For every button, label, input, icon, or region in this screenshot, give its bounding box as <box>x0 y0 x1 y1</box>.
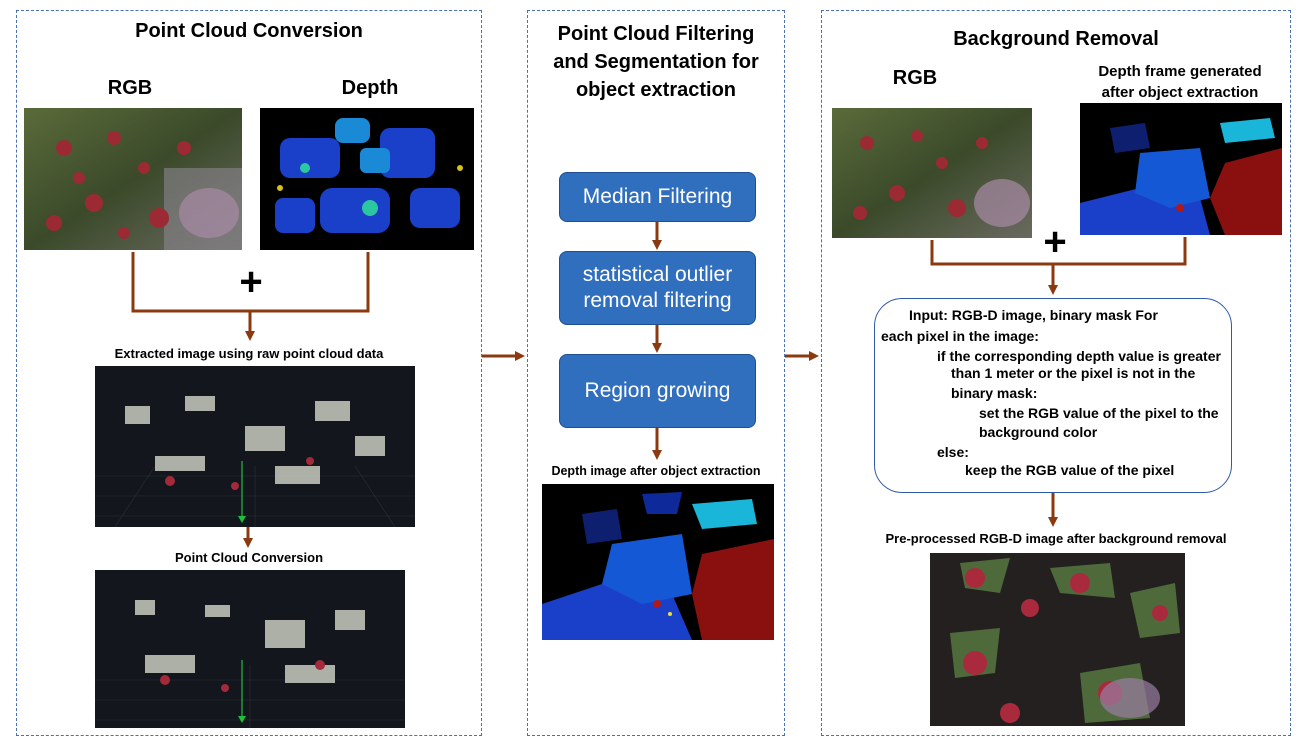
algo-line-8: else: <box>937 444 969 460</box>
panel1-title: Point Cloud Conversion <box>135 20 363 42</box>
algo-line-5: binary mask: <box>951 385 1038 401</box>
depth-extraction-caption: Depth image after object extraction <box>551 464 761 478</box>
algo-line-4: than 1 meter or the pixel is not in the <box>951 365 1196 381</box>
rgb-label: RGB <box>107 77 153 99</box>
outlier-removal-line-1: statistical outlier <box>582 262 733 286</box>
depth-frame-label: Depth frame generated after object extra… <box>1080 61 1280 103</box>
median-filtering-box: Median Filtering <box>559 172 756 222</box>
region-growing-box: Region growing <box>559 354 756 428</box>
extracted-caption: Extracted image using raw point cloud da… <box>114 346 384 361</box>
panel-point-cloud-conversion <box>16 10 482 736</box>
panel-background-removal <box>821 10 1291 736</box>
algo-line-1: Input: RGB-D image, binary mask For <box>909 307 1158 323</box>
algo-line-7: background color <box>979 424 1098 440</box>
rgb-label-2: RGB <box>892 67 938 89</box>
extracted-point-cloud-image <box>95 366 415 527</box>
panel2-title: Point Cloud Filtering and Segmentation f… <box>527 20 785 104</box>
algo-line-6: set the RGB value of the pixel to the <box>979 405 1219 421</box>
panel2-title-line-2: and Segmentation for <box>553 51 759 73</box>
background-removed-image <box>930 553 1185 726</box>
outlier-removal-box: statistical outlier removal filtering <box>559 251 756 325</box>
algorithm-box: Input: RGB-D image, binary mask For each… <box>874 298 1232 493</box>
depth-frame-label-line-1: Depth frame generated <box>1098 63 1262 80</box>
depth-label: Depth <box>341 77 399 99</box>
depth-frame-label-line-2: after object extraction <box>1101 84 1259 101</box>
algo-line-9: keep the RGB value of the pixel <box>965 462 1175 478</box>
panel2-title-line-3: object extraction <box>575 79 737 101</box>
plus-sign: + <box>239 260 263 304</box>
algo-line-2: each pixel in the image: <box>881 328 1039 344</box>
panel2-title-line-1: Point Cloud Filtering <box>557 23 755 45</box>
converted-point-cloud-image <box>95 570 405 728</box>
outlier-removal-line-2: removal filtering <box>583 289 732 312</box>
panel-filtering-segmentation <box>527 10 785 736</box>
conversion-caption: Point Cloud Conversion <box>174 550 324 565</box>
panel3-title: Background Removal <box>953 28 1159 50</box>
depth-image <box>260 108 474 250</box>
result-caption: Pre-processed RGB-D image after backgrou… <box>885 531 1227 546</box>
plus-sign-2: + <box>1043 220 1067 264</box>
depth-frame-image <box>1080 103 1282 235</box>
rgb-orchard-image-2 <box>832 108 1032 238</box>
rgb-orchard-image <box>24 108 242 250</box>
algo-line-3: if the corresponding depth value is grea… <box>937 348 1221 364</box>
segmented-depth-image <box>542 484 774 640</box>
